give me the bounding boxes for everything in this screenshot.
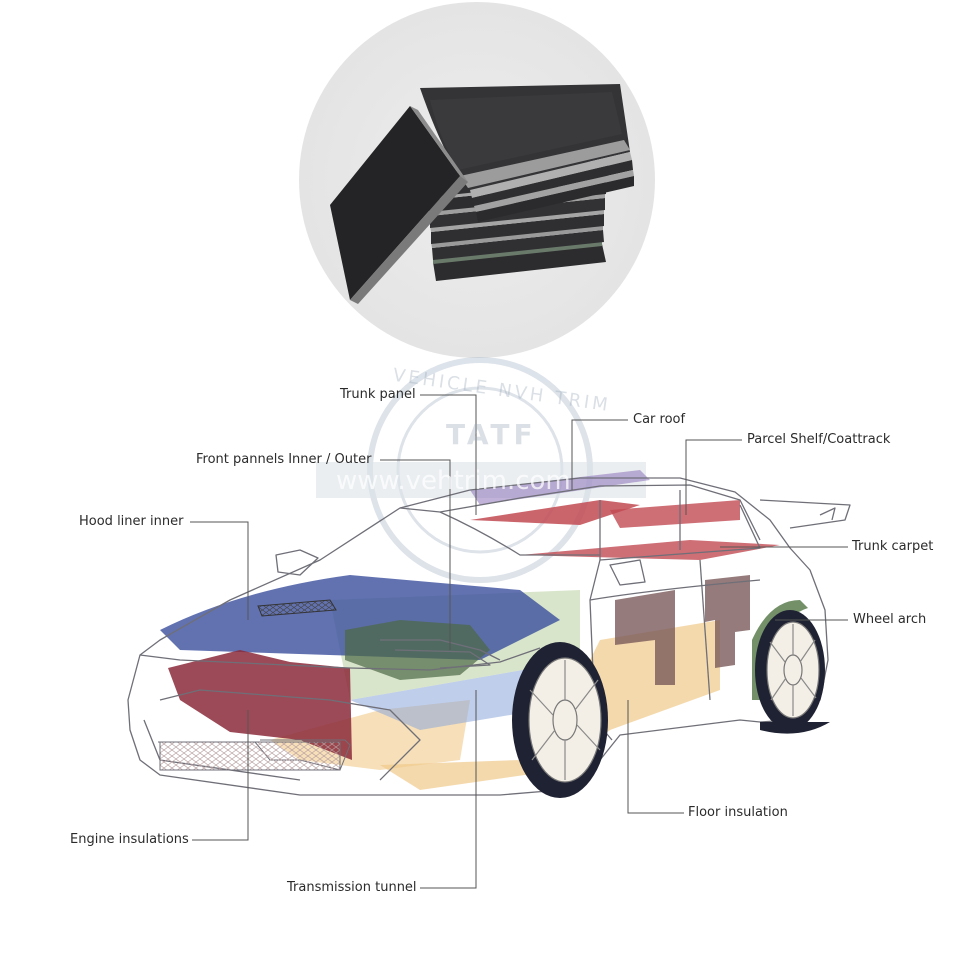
leader-car-roof — [571, 419, 628, 490]
leader-trunk-panel — [420, 394, 477, 515]
label-hood-liner: Hood liner inner — [79, 514, 184, 529]
felt-product-image — [299, 2, 655, 358]
label-floor-insulation: Floor insulation — [688, 805, 788, 820]
label-car-roof: Car roof — [633, 412, 686, 427]
car-outline — [127, 477, 851, 796]
leader-engine-insulations — [192, 710, 249, 841]
leader-hood-liner — [190, 521, 249, 620]
roof-zone — [470, 500, 640, 525]
label-wheel-arch: Wheel arch — [853, 612, 927, 627]
leader-transmission-tunnel — [420, 690, 477, 889]
roof-top-zone — [470, 470, 650, 505]
front-wheel — [512, 642, 608, 798]
wheels — [512, 610, 830, 798]
floor-zone — [380, 620, 720, 790]
watermark-logo-text: TATF — [446, 418, 537, 451]
label-transmission-tunnel: Transmission tunnel — [287, 880, 417, 895]
rear-panel-zone — [705, 575, 750, 668]
rear-wheel — [755, 610, 825, 730]
parcel-zone — [610, 500, 740, 528]
label-trunk-panel: Trunk panel — [340, 387, 416, 402]
watermark-url-text: www.vehtrim.com — [336, 466, 571, 496]
felt-leaning-sheet — [330, 106, 468, 304]
engine-zone — [168, 650, 352, 760]
felt-top-sheets — [420, 84, 634, 222]
label-front-panels: Front pannels Inner / Outer — [196, 452, 372, 467]
leader-floor-insulation — [627, 700, 684, 814]
grilles — [158, 599, 351, 771]
door-panel-zone — [615, 590, 675, 685]
wheel-arch-zone — [752, 600, 808, 700]
leader-front-panels — [380, 459, 451, 650]
rear-tire-shadow — [760, 722, 830, 734]
label-trunk-carpet: Trunk carpet — [852, 539, 934, 554]
label-engine-insulations: Engine insulations — [70, 832, 189, 847]
label-parcel-shelf: Parcel Shelf/Coattrack — [747, 432, 891, 447]
leader-lines — [190, 394, 848, 889]
leader-parcel-shelf — [685, 439, 742, 515]
